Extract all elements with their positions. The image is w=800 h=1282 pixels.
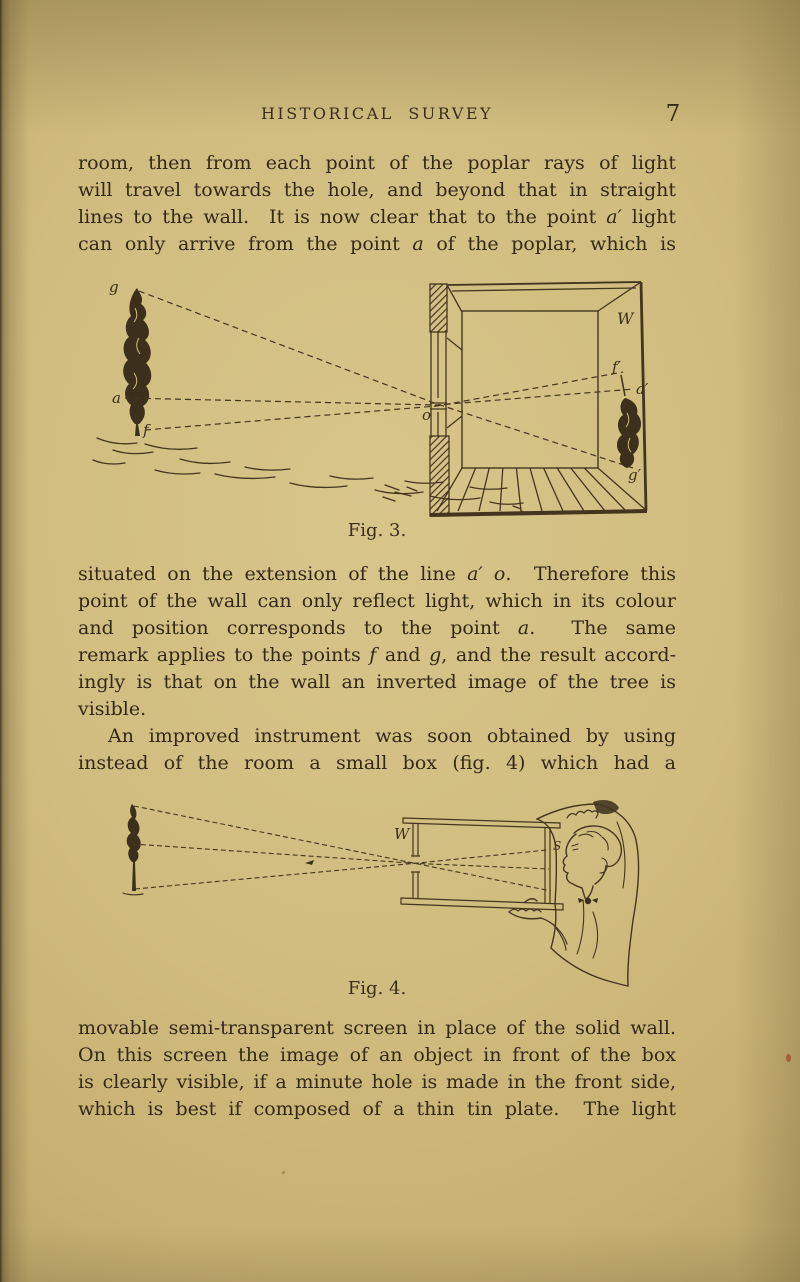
pinhole-wall-drawing xyxy=(429,283,463,517)
body-line: room, then from each point of the poplar… xyxy=(78,152,676,174)
figure-3-illustration: g a f o W f′ a′ g′ xyxy=(92,278,649,517)
body-line: movable semi-transparent screen in place… xyxy=(78,1017,676,1039)
small-tree-drawing xyxy=(122,804,144,896)
fig3-label-g-prime: g′ xyxy=(628,466,642,484)
pinhole-observer-drawing xyxy=(508,800,640,987)
body-line: An improved instrument was soon obtained… xyxy=(108,725,676,747)
inverted-tree-image xyxy=(616,398,642,468)
fig3-label-a-prime: a′ xyxy=(636,380,649,398)
paper-fleck xyxy=(786,1054,791,1062)
fig4-label-w: W xyxy=(394,825,411,843)
body-line: lines to the wall. It is now clear that … xyxy=(78,206,676,228)
poplar-tree-drawing xyxy=(123,288,152,436)
fig3-label-g: g xyxy=(109,278,119,296)
fig3-label-f: f xyxy=(142,421,151,439)
body-line: which is best if composed of a thin tin … xyxy=(78,1098,676,1120)
fig4-label-s: S xyxy=(553,839,561,853)
body-line: ingly is that on the wall an inverted im… xyxy=(78,671,676,693)
body-line: situated on the extension of the line a′… xyxy=(78,563,676,585)
figure-3-caption: Fig. 3. xyxy=(347,520,407,541)
running-header: HISTORICAL SURVEY xyxy=(260,104,494,123)
body-line: On this screen the image of an object in… xyxy=(78,1044,676,1066)
camera-room-drawing xyxy=(429,281,648,517)
body-line: can only arrive from the point a of the … xyxy=(78,233,676,255)
body-line: remark applies to the points f and g, an… xyxy=(78,644,677,666)
figure-4-illustration: W S xyxy=(122,800,640,987)
figure-4-caption: Fig. 4. xyxy=(347,978,407,999)
fig3-label-o: o xyxy=(422,406,431,424)
ray-mark xyxy=(305,860,314,865)
body-line: is clearly visible, if a minute hole is … xyxy=(78,1071,676,1093)
light-rays xyxy=(132,805,552,892)
paragraph-3: movable semi-transparent screen in place… xyxy=(78,1015,676,1123)
body-line: point of the wall can only reflect light… xyxy=(78,590,676,612)
page-number: 7 xyxy=(665,101,681,127)
fig3-label-w: W xyxy=(617,309,635,328)
body-line: visible. xyxy=(78,698,147,720)
box-camera-drawing xyxy=(400,817,564,911)
fig3-label-a: a xyxy=(112,389,121,407)
body-line: and position corresponds to the point a.… xyxy=(78,617,677,639)
body-line: instead of the room a small box (fig. 4)… xyxy=(78,752,676,774)
body-line: will travel towards the hole, and beyond… xyxy=(78,179,676,201)
paper-fleck xyxy=(282,1171,285,1174)
fig3-label-f-prime: f′ xyxy=(611,358,622,376)
paragraph-1: room, then from each point of the poplar… xyxy=(78,150,676,258)
ground-strokes xyxy=(92,437,528,514)
paragraph-2: situated on the extension of the line a′… xyxy=(78,561,676,777)
light-rays xyxy=(124,290,635,469)
